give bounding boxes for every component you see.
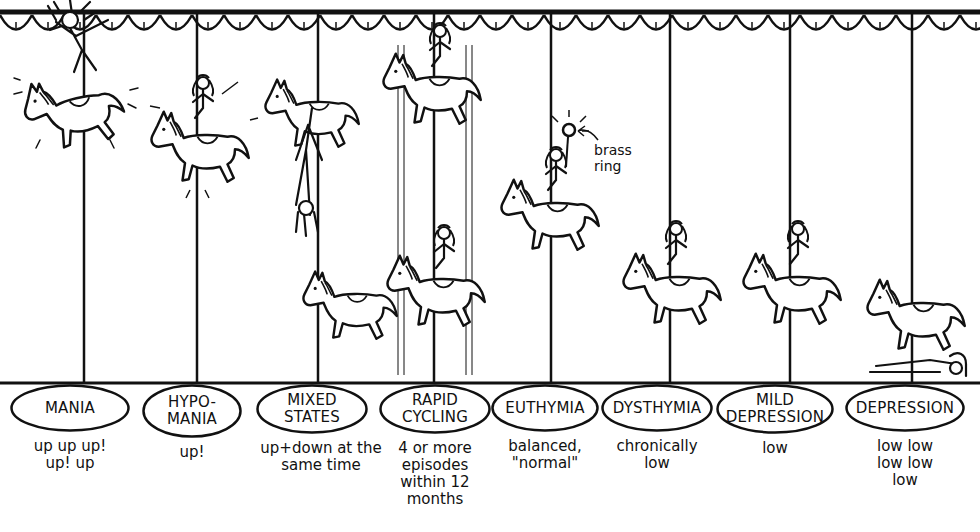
- shake-marks: [150, 82, 258, 198]
- carousel-pole: [789, 12, 792, 383]
- motion-line: [472, 45, 473, 375]
- carousel-pole: [83, 12, 86, 383]
- carousel-horse: [744, 254, 841, 324]
- oval-shape: [381, 386, 490, 433]
- rider-arm: [566, 137, 568, 167]
- state-description: chronically low: [607, 438, 707, 472]
- carousel-pole: [669, 12, 672, 383]
- mania-rider: [14, 0, 138, 148]
- state-name: HYPO-MANIA: [148, 394, 236, 428]
- state-name: DYSTHYMIA: [613, 400, 701, 417]
- state-description: 4 or more episodes within 12 months: [393, 440, 477, 508]
- rider-hair: [48, 0, 96, 30]
- leader-arrow: [578, 126, 598, 140]
- state-oval: EUTHYMIA: [491, 384, 599, 432]
- state-oval: HYPO-MANIA: [142, 384, 242, 438]
- state-oval: DEPRESSION: [845, 384, 965, 432]
- canopy-fringe: [0, 14, 980, 44]
- oval-shape: [258, 386, 367, 433]
- state-node: MILD DEPRESSION low: [716, 384, 834, 457]
- rider-hair: [950, 353, 966, 376]
- rider-head: [62, 12, 78, 28]
- shake-marks: [14, 78, 138, 148]
- state-node: DEPRESSION low low low low low: [845, 384, 965, 489]
- rider-body: [56, 20, 108, 72]
- state-description: up!: [162, 444, 222, 461]
- carousel-pole: [196, 12, 199, 383]
- carousel-rider: [788, 221, 808, 264]
- state-name: RAPID CYCLING: [385, 392, 485, 426]
- carousel-pole: [550, 12, 553, 383]
- mixed-rider: [296, 108, 322, 236]
- state-name: EUTHYMIA: [505, 400, 584, 417]
- motion-line: [404, 45, 405, 375]
- carousel-horse: [868, 280, 965, 350]
- lying-rider: [870, 353, 966, 376]
- motion-line: [398, 45, 399, 375]
- state-oval: RAPID CYCLING: [379, 384, 491, 434]
- rider-head: [299, 201, 313, 215]
- state-name: DEPRESSION: [856, 400, 954, 417]
- state-node: HYPO-MANIA up!: [142, 384, 242, 461]
- carousel-poles: [84, 12, 912, 383]
- carousel-pole: [317, 12, 320, 383]
- oval-shape: [12, 386, 129, 431]
- carousel-pole: [433, 12, 436, 383]
- state-name: MIXED STATES: [262, 392, 362, 426]
- state-node: EUTHYMIA balanced, "normal": [491, 384, 599, 472]
- carousel-horse: [19, 66, 129, 155]
- state-oval: DYSTHYMIA: [601, 384, 713, 432]
- state-node: MANIA up up up! up! up: [10, 384, 130, 472]
- oval-shape: [493, 386, 598, 431]
- oval-shape: [144, 386, 241, 437]
- state-description: low low low low low: [873, 438, 937, 489]
- canopy-bar: [0, 10, 980, 15]
- callout-label: brass ring: [594, 142, 648, 174]
- state-description: balanced, "normal": [497, 438, 593, 472]
- state-description: up up up! up! up: [29, 438, 111, 472]
- state-node: MIXED STATESup+down at the same time: [256, 384, 368, 474]
- carousel-horse: [624, 254, 721, 324]
- state-oval: MANIA: [10, 384, 130, 432]
- state-description: up+down at the same time: [256, 440, 386, 474]
- rider-body: [870, 360, 956, 372]
- carousel-rider: [434, 225, 454, 268]
- state-name: MILD DEPRESSION: [722, 392, 828, 426]
- carousel-rider: [430, 23, 450, 66]
- carousel-horse: [303, 272, 396, 339]
- oval-shape: [603, 386, 712, 431]
- carousel-rider: [546, 147, 566, 190]
- state-description: low: [740, 440, 810, 457]
- state-name: MANIA: [45, 400, 95, 417]
- carousel-rider: [193, 75, 213, 118]
- rider-body: [296, 108, 322, 215]
- rider-head: [950, 362, 962, 374]
- oval-shape: [847, 386, 964, 431]
- brass-ring: [563, 124, 575, 136]
- carousel-platform: [0, 382, 980, 385]
- state-node: RAPID CYCLING 4 or more episodes within 1…: [379, 384, 491, 508]
- state-oval: MILD DEPRESSION: [716, 384, 834, 434]
- oval-shape: [718, 386, 833, 433]
- carousel-horse: [152, 112, 249, 182]
- carousel-horse: [502, 180, 599, 250]
- carousel-rider: [666, 221, 686, 264]
- state-node: DYSTHYMIA chronically low: [601, 384, 713, 472]
- state-oval: MIXED STATES: [256, 384, 368, 434]
